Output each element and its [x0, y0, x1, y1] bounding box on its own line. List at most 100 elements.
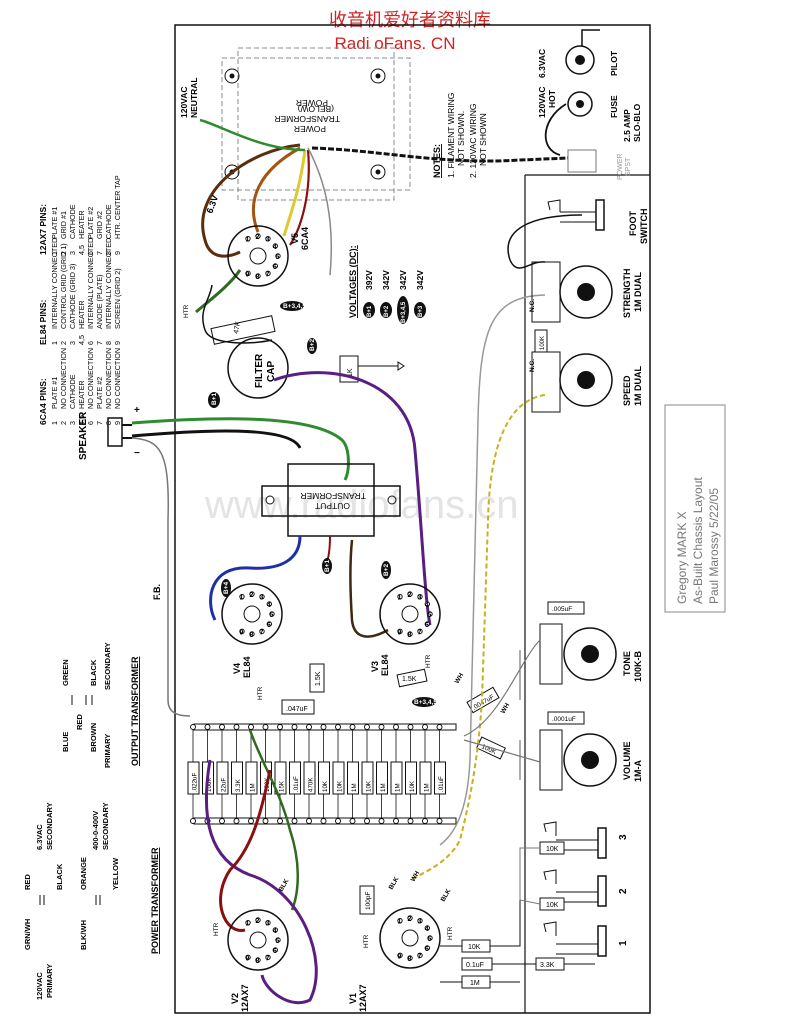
svg-text:VOLUME: VOLUME	[622, 741, 632, 780]
wire-red-v2	[219, 769, 272, 932]
wire-yellow-dash-1	[409, 394, 546, 881]
board-eyelet	[407, 818, 414, 824]
tube-pin	[397, 952, 403, 959]
tube-pin-number: 3	[266, 921, 270, 928]
board-eyelet	[306, 724, 312, 730]
tube-pin	[245, 954, 251, 961]
board-eyelet	[378, 724, 385, 730]
svg-text:NOTES:: NOTES:	[432, 144, 442, 178]
pin-description: CATHODE	[68, 374, 77, 409]
svg-text:1M-A: 1M-A	[633, 760, 643, 782]
tube-pin	[259, 593, 265, 600]
pt-label-3: (BELOW)	[297, 104, 334, 114]
board-eyelet	[436, 724, 443, 730]
pin-description: CATHODE (GRID 3)	[68, 264, 77, 329]
svg-text:B+1: B+1	[211, 393, 218, 405]
board-eyelet	[248, 724, 254, 730]
board-component	[231, 761, 243, 795]
speed-pot[interactable]: SPEED 1M DUAL N.C. 100K	[529, 329, 643, 413]
tube-pin-number: 6	[267, 622, 271, 629]
svg-text:V2: V2	[230, 993, 240, 1004]
svg-text:V1: V1	[348, 993, 358, 1004]
board-eyelet	[335, 724, 341, 730]
tube-pin	[272, 243, 279, 249]
tube-pin	[269, 611, 275, 617]
svg-text:B+4: B+4	[223, 582, 230, 594]
svg-text:HTR: HTR	[213, 922, 220, 936]
tube-pin-number: 2	[256, 918, 260, 925]
board-component-value: .01uF	[293, 776, 300, 792]
tube-pin-number: 6	[273, 948, 277, 955]
pin-description: PLATE #1	[50, 207, 59, 239]
board-eyelet	[219, 724, 225, 730]
input-jack-2[interactable]: 10K 2	[539, 869, 629, 911]
hot-wire	[311, 146, 569, 163]
tube-pin-number: 4	[273, 244, 277, 251]
svg-text:YELLOW: YELLOW	[111, 857, 120, 890]
pt-label-2: TRANSFORMER	[274, 114, 340, 124]
legend-power-transformer: POWER TRANSFORMER 120VAC PRIMARY GRN/WH …	[23, 802, 160, 1000]
fuse-holder	[567, 91, 593, 117]
wire-speaker-black	[131, 429, 302, 449]
svg-text:SWITCH: SWITCH	[639, 209, 649, 245]
board-component-value: 470K	[308, 777, 315, 792]
svg-text:1.5K: 1.5K	[402, 676, 417, 683]
board-component	[289, 761, 301, 795]
tube-pin-number: 3	[418, 919, 422, 926]
tube-pin-number: 5	[270, 612, 274, 619]
svg-text:10K: 10K	[546, 902, 559, 909]
pin-description: INTERNALLY CONNECTED	[86, 238, 95, 329]
tube-pin	[424, 621, 431, 627]
input-jack-1[interactable]: 1	[543, 921, 629, 957]
tube-pin-number: 2	[408, 592, 412, 599]
pin-number: 8	[104, 251, 113, 255]
tube-pin-number: 8	[408, 632, 412, 639]
svg-text:120VAC: 120VAC	[179, 87, 189, 119]
svg-text:120VAC: 120VAC	[537, 87, 547, 119]
tube-pin	[255, 957, 261, 963]
pin-number: 8	[104, 341, 113, 345]
strength-pot[interactable]: STRENGTH 1M DUAL N.C.	[529, 261, 643, 323]
svg-text:BLACK: BLACK	[89, 659, 98, 686]
svg-text:1K: 1K	[347, 368, 354, 377]
input-jack-3[interactable]: 10K 3	[539, 821, 629, 859]
pin-number: 6	[86, 421, 95, 425]
board-component-value: 1M	[250, 783, 257, 792]
svg-text:V5: V5	[290, 233, 300, 244]
svg-text:1M DUAL: 1M DUAL	[633, 271, 643, 312]
tube-pin	[265, 954, 271, 961]
svg-text:100K: 100K	[540, 336, 546, 350]
svg-text:6CA4: 6CA4	[300, 227, 310, 250]
tone-pot[interactable]: .005uF TONE 100K-B	[539, 601, 643, 685]
board-component-value: 3.3K	[235, 778, 242, 792]
svg-text:0.1uF: 0.1uF	[466, 962, 484, 969]
svg-text:6.3VAC: 6.3VAC	[537, 49, 547, 78]
pin-number: 2	[59, 421, 68, 425]
board-component-value: 100K	[206, 777, 213, 792]
board-component	[434, 761, 446, 795]
svg-text:FILTER: FILTER	[254, 353, 265, 388]
svg-text:400-0-400V: 400-0-400V	[91, 811, 100, 850]
wire-white-pt	[307, 147, 333, 276]
mains-section: 120VAC HOT 6.3VAC PILOT FUSE 2.5 AMP SLO…	[537, 29, 642, 180]
svg-text:SECONDARY: SECONDARY	[103, 642, 112, 690]
board-component	[376, 761, 388, 795]
voltage-value: 342V	[398, 270, 408, 290]
pin-number: 4,5	[77, 245, 86, 255]
svg-text:1: 1	[618, 940, 629, 946]
bplus-tags: B+3,4,5 B+2 B+1	[208, 301, 317, 408]
board-eyelet	[277, 724, 283, 730]
foot-switch-jack[interactable]: FOOT SWITCH	[547, 199, 649, 245]
board-eyelet	[320, 818, 327, 824]
svg-text:HTR: HTR	[425, 654, 432, 668]
board-component-value: 15K	[279, 780, 286, 792]
volume-pot[interactable]: .0001uF VOLUME 1M-A	[539, 711, 643, 791]
tube-pin-number: 8	[250, 632, 254, 639]
svg-text:BLK: BLK	[278, 878, 291, 893]
tube-pin	[424, 945, 431, 951]
wire-fb	[131, 437, 191, 717]
